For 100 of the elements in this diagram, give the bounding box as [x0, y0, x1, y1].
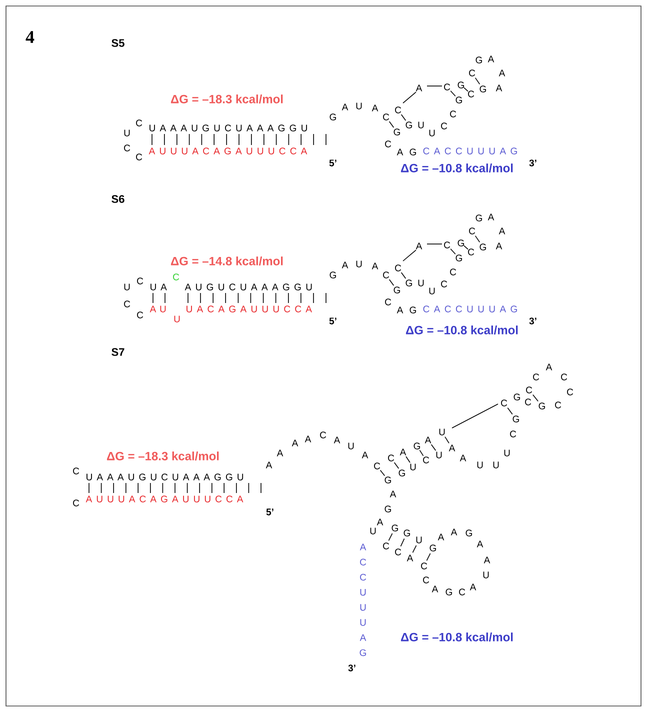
nucleotide-letter: A: [304, 436, 312, 442]
nucleotide-letter: C: [526, 386, 532, 394]
nucleotide-letter: A: [372, 262, 378, 270]
nucleotide-letter: C: [385, 140, 392, 148]
nucleotide-sequence: A U: [150, 306, 166, 312]
nucleotide-letter: G: [446, 588, 452, 596]
nucleotide-letter: C: [444, 84, 450, 90]
nucleotide-letter: C: [124, 300, 130, 308]
nucleotide-letter: G: [466, 530, 472, 536]
nucleotide-letter: C: [450, 110, 456, 118]
nucleotide-letter: A: [484, 556, 490, 564]
nucleotide-letter: U: [429, 288, 435, 294]
nucleotide-letter: C: [444, 242, 450, 248]
nucleotide-letter: C: [137, 312, 144, 318]
nucleotide-letter: G: [456, 96, 462, 104]
nucleotide-letter: C: [468, 90, 474, 98]
nucleotide-letter: C: [73, 468, 80, 474]
panel-title: S7: [112, 348, 124, 356]
nucleotide-letter: C: [561, 374, 568, 380]
nucleotide-letter: G: [360, 649, 366, 656]
nucleotide-letter: C: [383, 114, 390, 120]
nucleotide-letter: C: [136, 154, 142, 160]
nucleotide-letter: G: [480, 244, 486, 250]
nucleotide-letter: G: [538, 402, 545, 410]
nucleotide-letter: A: [424, 436, 432, 444]
nucleotide-letter: A: [498, 228, 506, 234]
nucleotide-letter: G: [398, 470, 405, 476]
nucleotide-sequence: U A C A G A U U U C C A: [186, 306, 312, 312]
free-energy-label: ΔG = –14.8 kcal/mol: [170, 256, 283, 266]
nucleotide-letter: G: [512, 416, 519, 422]
nucleotide-letter: C: [360, 558, 366, 566]
nucleotide-letter: C: [469, 70, 476, 76]
nucleotide-letter: U: [360, 588, 366, 596]
nucleotide-letter: G: [330, 272, 336, 278]
nucleotide-letter: C: [501, 400, 508, 406]
nucleotide-letter: G: [410, 148, 416, 156]
nucleotide-letter: C: [468, 248, 474, 256]
nucleotide-letter: A: [376, 518, 384, 526]
nucleotide-letter: G: [458, 240, 464, 246]
nucleotide-letter: G: [394, 128, 400, 136]
strand-end-label: 3’: [529, 160, 536, 166]
nucleotide-letter: C: [533, 374, 540, 380]
nucleotide-letter: U: [483, 572, 489, 578]
nucleotide-letter: A: [292, 440, 298, 446]
nucleotide-letter: A: [470, 584, 476, 590]
nucleotide-letter: A: [498, 70, 506, 76]
nucleotide-letter: A: [416, 242, 422, 250]
nucleotide-letter: U: [418, 122, 424, 128]
nucleotide-letter: C: [441, 280, 448, 288]
nucleotide-letter: U: [124, 130, 130, 136]
nucleotide-letter: A: [276, 450, 284, 456]
nucleotide-letter: C: [555, 402, 562, 408]
nucleotide-letter: G: [458, 82, 464, 88]
nucleotide-letter: A: [372, 104, 378, 112]
nucleotide-letter: A: [496, 242, 502, 250]
nucleotide-letter: A: [450, 528, 458, 536]
nucleotide-letter: A: [360, 544, 366, 550]
nucleotide-letter: A: [342, 262, 348, 268]
nucleotide-sequence: A U U U A C A G A U U U C C A: [86, 496, 244, 502]
nucleotide-letter: C: [510, 430, 516, 438]
panel-number: 4: [26, 31, 34, 43]
nucleotide-letter: G: [394, 286, 400, 294]
nucleotide-sequence: U A: [150, 284, 167, 290]
free-energy-label: ΔG = –18.3 kcal/mol: [170, 94, 283, 104]
nucleotide-letter: U: [418, 280, 424, 286]
nucleotide-letter: G: [384, 476, 391, 484]
nucleotide-letter: G: [404, 530, 410, 536]
nucleotide-letter: U: [360, 604, 366, 611]
nucleotide-letter: A: [360, 634, 366, 641]
nucleotide-letter: A: [448, 444, 456, 452]
nucleotide-letter: G: [414, 442, 420, 450]
nucleotide-letter: C: [395, 264, 402, 272]
nucleotide-letter: C: [421, 562, 428, 570]
nucleotide-letter: C: [320, 432, 326, 438]
free-energy-label: ΔG = –10.8 kcal/mol: [406, 326, 518, 334]
nucleotide-letter: A: [396, 306, 404, 314]
nucleotide-letter: C: [360, 574, 366, 581]
nucleotide-letter: A: [416, 84, 422, 92]
nucleotide-letter: C: [388, 454, 394, 462]
nucleotide-letter: G: [430, 544, 436, 552]
nucleotide-letter: A: [438, 534, 444, 540]
nucleotide-letter: A: [266, 462, 272, 468]
nucleotide-letter: C: [450, 268, 456, 276]
nucleotide-letter: A: [488, 214, 494, 220]
nucleotide-letter: A: [546, 364, 552, 370]
nucleotide-letter: A: [390, 490, 396, 498]
free-energy-label: ΔG = –18.3 kcal/mol: [106, 452, 219, 460]
nucleotide-sequence: U A A A U G U C U A A A G G U: [150, 124, 307, 132]
nucleotide-letter: A: [460, 454, 466, 462]
nucleotide-sequence: A U U U A C A G A U U U C C A: [148, 148, 308, 154]
nucleotide-letter: A: [396, 148, 404, 156]
nucleotide-letter: C: [459, 588, 466, 596]
nucleotide-letter: G: [476, 214, 482, 222]
nucleotide-letter: U: [356, 260, 362, 268]
nucleotide-letter: C: [137, 278, 144, 284]
nucleotide-letter: U: [356, 102, 362, 110]
nucleotide-letter: G: [392, 524, 398, 532]
nucleotide-letter: G: [410, 306, 416, 314]
nucleotide-letter: A: [476, 540, 484, 548]
nucleotide-letter: U: [370, 528, 376, 534]
